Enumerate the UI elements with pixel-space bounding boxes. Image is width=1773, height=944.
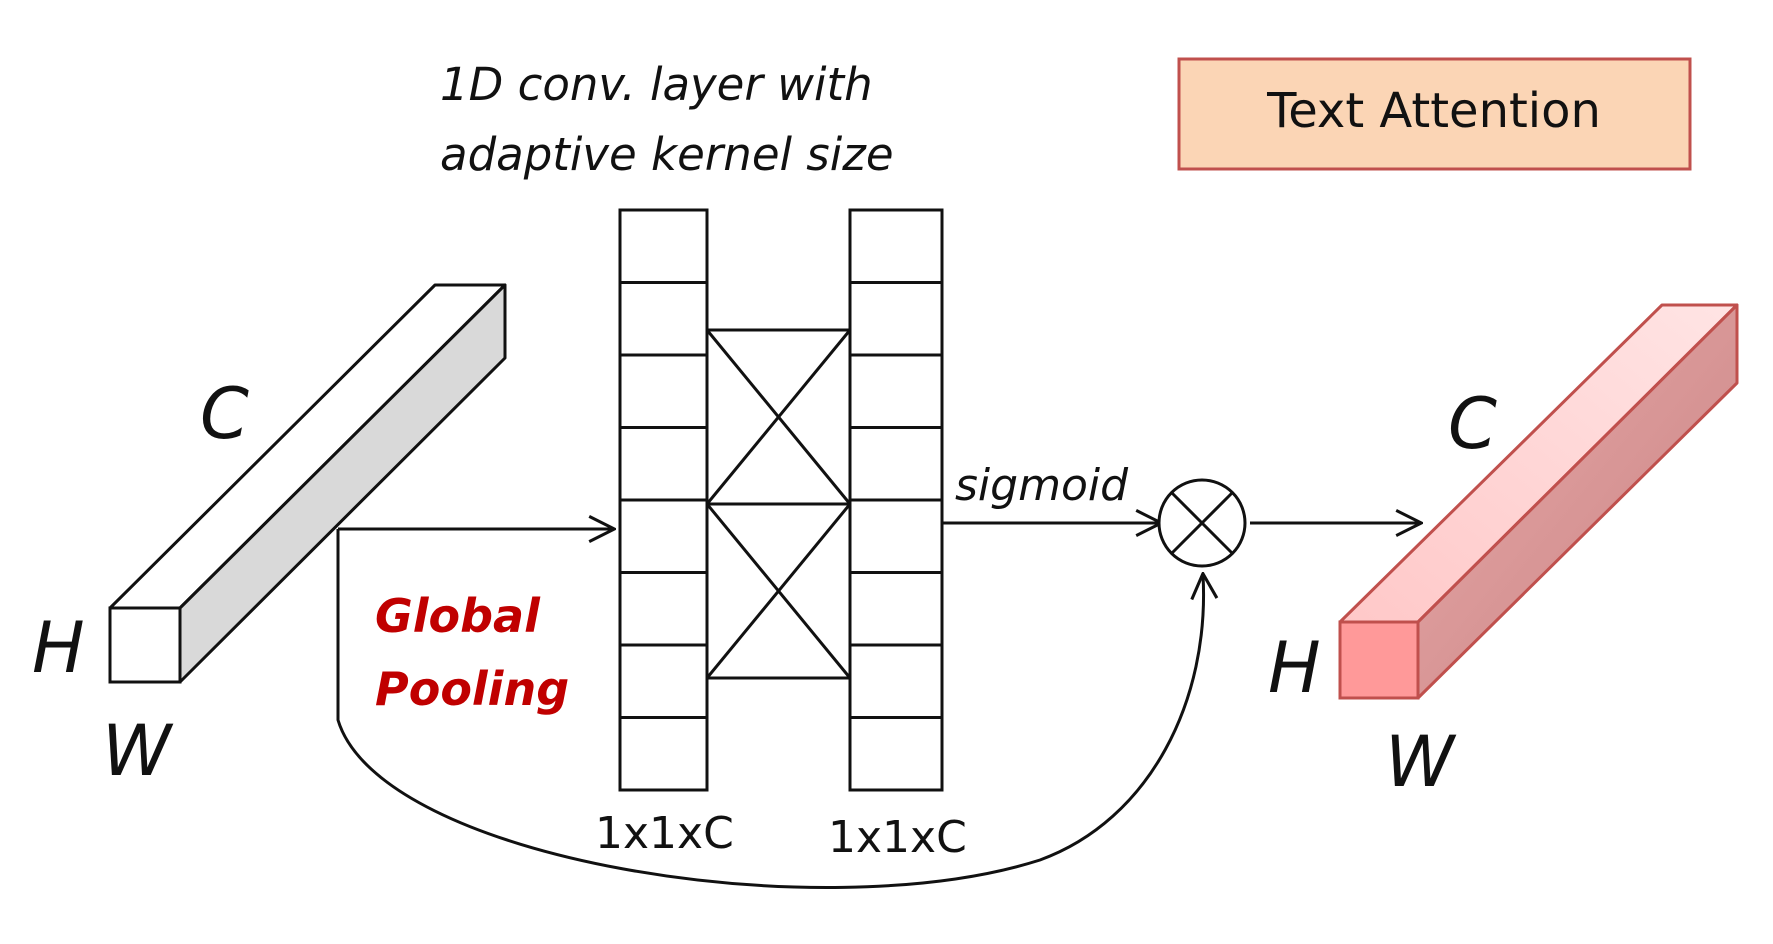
title-box: Text Attention	[1177, 57, 1692, 171]
right-column-cell-6	[848, 571, 944, 647]
input-tensor: C H W	[32, 283, 507, 792]
output-c-label: C	[1448, 383, 1497, 465]
left-column-cell-8	[618, 716, 709, 792]
left-column-cell-1	[618, 208, 709, 284]
left-column-cell-7	[618, 643, 709, 719]
input-h-label: H	[32, 607, 85, 689]
output-h-label: H	[1268, 627, 1321, 709]
conv-caption: 1D conv. layer with adaptive kernel size	[440, 58, 894, 181]
column-right-label: 1x1xC	[828, 812, 967, 863]
left-column-cell-6	[618, 571, 709, 647]
right-column-cell-3	[848, 353, 944, 429]
left-column-cell-4	[618, 426, 709, 502]
left-column-cell-2	[618, 281, 709, 357]
multiply-circle-icon	[1157, 478, 1247, 568]
input-tensor-front-face	[108, 606, 182, 684]
output-tensor: C H W	[1268, 303, 1739, 803]
input-w-label: W	[102, 710, 174, 792]
left-column-cell-3	[618, 353, 709, 429]
pooling-label: Global Pooling	[375, 589, 569, 716]
left-column-cell-5	[618, 498, 709, 574]
pooling-label-line1: Global	[375, 589, 541, 643]
channel-column-right	[848, 208, 944, 792]
column-left-label: 1x1xC	[595, 808, 734, 859]
right-column-cell-7	[848, 643, 944, 719]
right-column-cell-8	[848, 716, 944, 792]
sigmoid-label: sigmoid	[955, 460, 1129, 511]
output-w-label: W	[1385, 721, 1457, 803]
skip-connection-arrow	[336, 529, 1204, 889]
right-column-cell-2	[848, 281, 944, 357]
input-tensor-top-face	[108, 283, 507, 610]
right-column-cell-5	[848, 498, 944, 574]
channel-column-left	[618, 208, 709, 792]
right-column-cell-4	[848, 426, 944, 502]
right-column-cell-1	[848, 208, 944, 284]
conv-caption-line1: 1D conv. layer with	[440, 58, 873, 111]
pooling-label-line2: Pooling	[375, 662, 569, 716]
title-box-label: Text Attention	[1266, 83, 1601, 139]
conv-connections	[705, 328, 852, 680]
conv-caption-line2: adaptive kernel size	[440, 128, 894, 181]
output-tensor-front-face	[1338, 620, 1420, 700]
input-c-label: C	[200, 373, 249, 455]
